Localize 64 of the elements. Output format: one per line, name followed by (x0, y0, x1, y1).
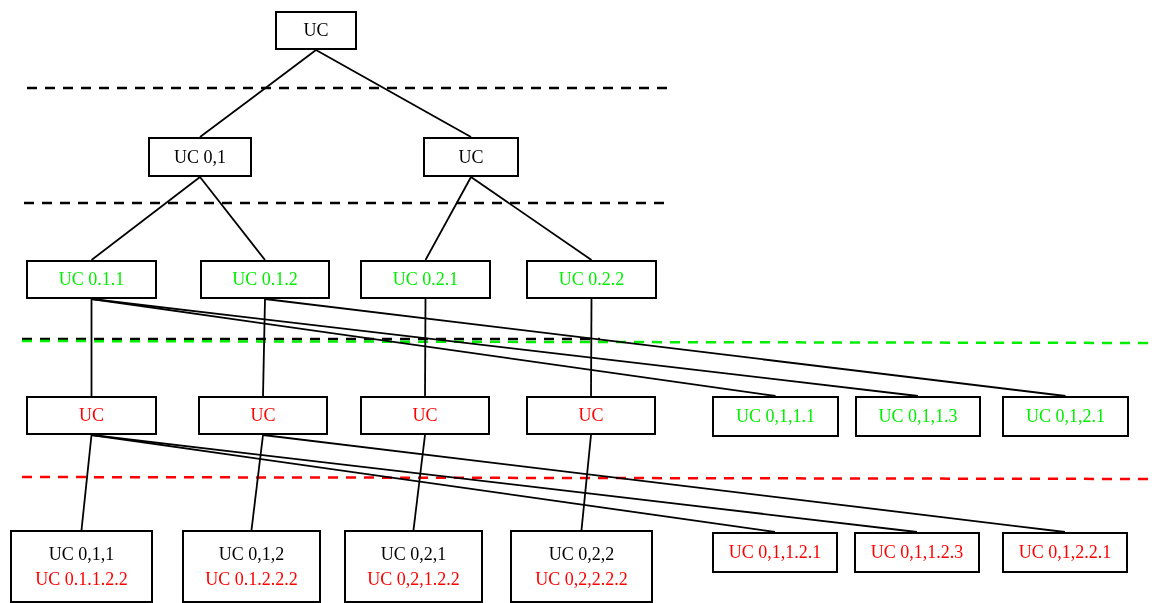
node-label: UC 0,1,1.3 (878, 405, 958, 428)
connector-line (262, 298, 266, 397)
connector-line (580, 434, 592, 531)
node-label: UC 0.1.2 (232, 268, 298, 291)
connector-line (199, 49, 317, 138)
connector-line (470, 176, 593, 261)
node-label: UC 0,1,1.1 (736, 405, 815, 428)
use-case-box (182, 530, 321, 603)
connector-line (199, 176, 266, 261)
node-label: UC 0,1,1.2.1 (728, 541, 822, 564)
connector-line (90, 298, 93, 397)
node-label: UC 0.1.2.2.2 (205, 567, 298, 591)
connector-line (412, 434, 426, 531)
use-case-box (1002, 396, 1129, 437)
use-case-box (10, 530, 153, 603)
use-case-box (200, 260, 330, 299)
node-label: UC 0,1 (174, 145, 226, 169)
use-case-box (712, 532, 838, 573)
use-case-box (854, 532, 980, 573)
use-case-box (26, 396, 157, 435)
node-label: UC 0.2.1 (392, 268, 459, 291)
connector-line (250, 434, 264, 531)
use-case-box (148, 137, 252, 177)
use-case-box (526, 396, 656, 435)
node-label: UC 0,1,2.2.1 (1018, 541, 1112, 564)
connector-line (315, 49, 472, 138)
use-case-box (360, 396, 490, 435)
node-label: UC 0.1.1.2.2 (35, 567, 128, 591)
node-label: UC (412, 404, 438, 427)
use-case-box (360, 260, 491, 299)
connector-line (424, 298, 427, 397)
connector-line (264, 298, 1067, 397)
node-label: UC 0,1,2.1 (1026, 405, 1105, 428)
connector-line (262, 434, 1066, 533)
connector-line (590, 298, 593, 397)
connector-line (80, 434, 93, 531)
use-case-box (275, 11, 357, 50)
use-case-box (712, 396, 839, 437)
node-label: UC 0,2,2 (548, 542, 615, 566)
connector-line (90, 298, 919, 397)
use-case-box (1002, 532, 1128, 573)
node-label: UC (458, 145, 484, 169)
connector-line (424, 176, 472, 261)
connector-line (90, 434, 918, 533)
node-label: UC 0.2.2 (558, 268, 625, 291)
node-label: UC 0,1,2 (218, 542, 285, 566)
use-case-box (198, 396, 328, 435)
node-label: UC (250, 404, 276, 427)
node-label: UC (79, 404, 104, 427)
use-case-box (526, 260, 657, 299)
node-label: UC 0,2,2.2.2 (535, 567, 628, 591)
node-label: UC 0.1.1 (58, 268, 125, 291)
node-label: UC 0,2,1 (380, 542, 447, 566)
connector-line (90, 176, 201, 261)
node-label: UC (303, 19, 329, 42)
node-label: UC 0,1,1 (48, 542, 115, 566)
node-label: UC (578, 404, 604, 427)
use-case-box (26, 260, 157, 299)
node-label: UC 0,1,1.2.3 (870, 541, 964, 564)
use-case-box (855, 396, 981, 437)
use-case-box (423, 137, 519, 177)
use-case-box (344, 530, 483, 603)
node-label: UC 0,2,1.2.2 (367, 567, 460, 591)
use-case-box (510, 530, 653, 603)
